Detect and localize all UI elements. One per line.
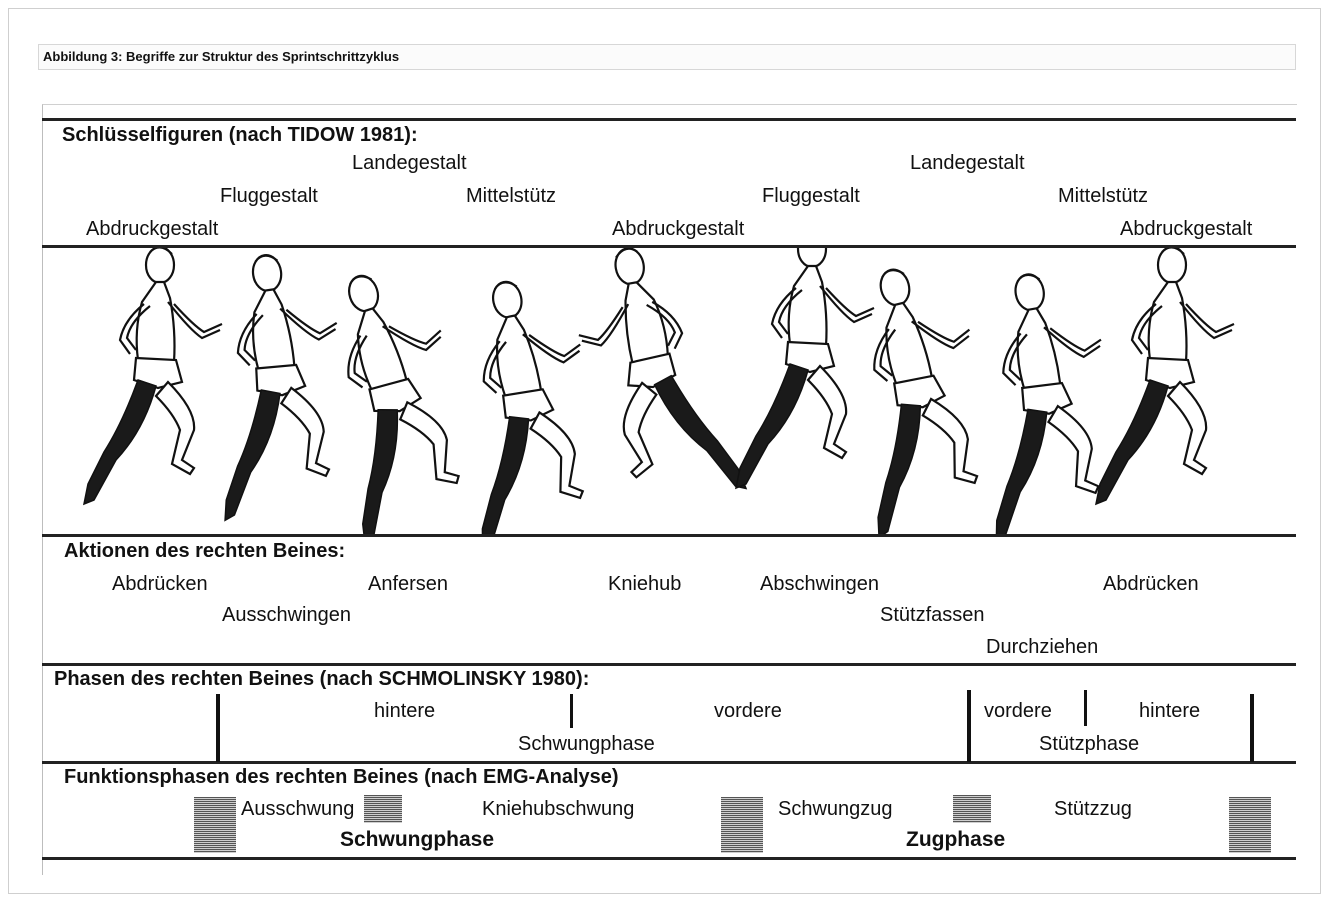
key-figure-label: Landegestalt (910, 152, 1025, 175)
runner-figure (84, 248, 222, 504)
function-phases-header: Funktionsphasen des rechten Beines (nach… (64, 766, 619, 789)
runner-figure (565, 248, 746, 512)
function-group-label: Schwungphase (340, 828, 494, 852)
phase-group-label: Schwungphase (518, 733, 655, 756)
phases-header: Phasen des rechten Beines (nach SCHMOLIN… (54, 668, 589, 691)
key-figures-header: Schlüsselfiguren (nach TIDOW 1981): (62, 124, 418, 147)
phase-divider (1084, 690, 1087, 726)
function-phase-label: Schwungzug (778, 798, 893, 821)
key-figure-label: Landegestalt (352, 152, 467, 175)
runner-figure (1096, 248, 1234, 504)
rule-top (42, 118, 1296, 121)
key-figure-label: Abdruckgestalt (612, 218, 744, 241)
action-label: Ausschwingen (222, 604, 351, 627)
rule-actions (42, 663, 1296, 666)
runner-figure (189, 248, 361, 520)
transition-hatch (364, 795, 402, 823)
phase-divider (216, 694, 220, 762)
key-figure-label: Mittelstütz (1058, 185, 1148, 208)
phase-label: vordere (984, 700, 1052, 723)
phase-label: hintere (374, 700, 435, 723)
transition-hatch (1229, 797, 1271, 853)
key-figure-label: Fluggestalt (762, 185, 860, 208)
function-phase-label: Kniehubschwung (482, 798, 634, 821)
action-label: Kniehub (608, 573, 681, 596)
phase-divider (967, 690, 971, 762)
action-label: Abdrücken (1103, 573, 1199, 596)
function-phase-label: Ausschwung (241, 798, 354, 821)
transition-hatch (953, 795, 991, 823)
key-figure-label: Fluggestalt (220, 185, 318, 208)
key-figure-label: Abdruckgestalt (1120, 218, 1252, 241)
phase-divider (570, 694, 573, 728)
action-label: Anfersen (368, 573, 448, 596)
transition-hatch (194, 797, 236, 853)
function-group-label: Zugphase (906, 828, 1005, 852)
phase-divider (1250, 694, 1254, 762)
runner-figure (286, 257, 497, 534)
rule-phases (42, 761, 1296, 764)
rule-runners (42, 534, 1296, 537)
actions-header: Aktionen des rechten Beines: (64, 540, 345, 563)
rule-bottom (42, 857, 1296, 860)
runner-figure (429, 269, 617, 534)
runner-figure (736, 248, 874, 488)
key-figure-label: Abdruckgestalt (86, 218, 218, 241)
action-label: Abschwingen (760, 573, 879, 596)
runner-figure (817, 255, 1013, 534)
figure-caption-box: Abbildung 3: Begriffe zur Struktur des S… (38, 44, 1296, 70)
transition-hatch (721, 797, 763, 853)
phase-label: vordere (714, 700, 782, 723)
figure-caption: Abbildung 3: Begriffe zur Struktur des S… (43, 49, 399, 64)
action-label: Durchziehen (986, 636, 1098, 659)
action-label: Stützfassen (880, 604, 985, 627)
function-phase-label: Stützzug (1054, 798, 1132, 821)
runner-sequence (42, 248, 1296, 534)
phase-group-label: Stützphase (1039, 733, 1139, 756)
phase-label: hintere (1139, 700, 1200, 723)
action-label: Abdrücken (112, 573, 208, 596)
key-figure-label: Mittelstütz (466, 185, 556, 208)
